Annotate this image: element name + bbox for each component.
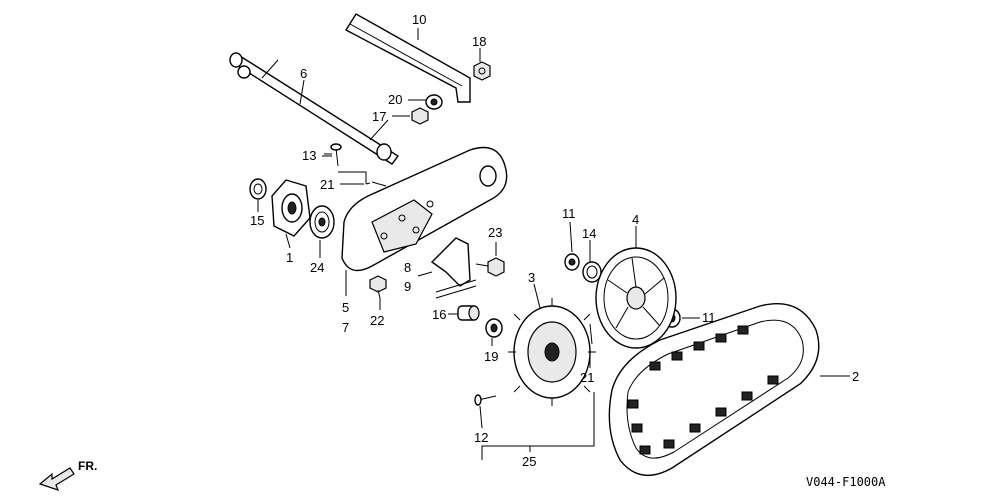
part-collar-16: [457, 305, 480, 321]
label-part-21-lower: 21: [580, 370, 594, 385]
label-part-19: 19: [484, 349, 498, 364]
figure-code: V044-F1000A: [806, 475, 886, 489]
part-pin-21-top: [365, 181, 387, 187]
label-part-7: 7: [342, 320, 349, 335]
label-part-25: 25: [522, 454, 536, 469]
front-direction-indicator: FR.: [38, 459, 97, 491]
part-drive-sprocket: [508, 298, 596, 406]
part-washer-20: [425, 94, 443, 110]
label-part-20: 20: [388, 92, 402, 107]
part-track: [608, 303, 820, 477]
part-pin-21-lower: [589, 323, 593, 345]
part-bearing-holder: [271, 179, 311, 237]
label-part-21-top: 21: [320, 177, 334, 192]
part-bolt-12: [474, 394, 497, 406]
part-shaft: [229, 52, 400, 165]
label-part-23: 23: [488, 225, 502, 240]
label-part-15: 15: [250, 213, 264, 228]
part-labels: 10 18 6 20 17 13 21 15 1 24 5 7 22 8 9 2…: [250, 12, 859, 469]
label-part-3: 3: [528, 270, 535, 285]
leader-lines: [257, 28, 850, 460]
front-arrow-icon: [38, 467, 75, 491]
part-washer-11-top: [564, 253, 580, 271]
label-part-2: 2: [852, 369, 859, 384]
label-part-8: 8: [404, 260, 411, 275]
part-bearing-24: [309, 205, 335, 239]
part-bracket-8-9: [430, 237, 477, 299]
label-part-4: 4: [632, 212, 639, 227]
label-part-10: 10: [412, 12, 426, 27]
part-bracket-bar: [345, 13, 471, 103]
part-bolt-22: [369, 275, 387, 299]
part-wheel: [595, 247, 677, 349]
label-part-11-right: 11: [702, 310, 716, 325]
part-nut-18: [473, 61, 491, 81]
part-nut-17: [411, 107, 429, 125]
label-part-1: 1: [286, 250, 293, 265]
label-part-17: 17: [372, 109, 386, 124]
part-collar-14: [582, 261, 602, 283]
label-part-12: 12: [474, 430, 488, 445]
label-part-9: 9: [404, 279, 411, 294]
part-washer-19: [485, 318, 503, 338]
label-part-22: 22: [370, 313, 384, 328]
label-part-5: 5: [342, 300, 349, 315]
label-part-16: 16: [432, 307, 446, 322]
label-part-6: 6: [300, 66, 307, 81]
track-lugs: [627, 325, 779, 455]
label-part-13: 13: [302, 148, 316, 163]
label-part-14: 14: [582, 226, 596, 241]
label-part-18: 18: [472, 34, 486, 49]
part-chain-case: [341, 146, 508, 272]
part-bolt-23: [475, 257, 505, 277]
part-bolt-13: [324, 143, 342, 167]
part-seal-15: [249, 178, 267, 200]
front-direction-label: FR.: [78, 459, 97, 473]
label-part-11-top: 11: [562, 206, 576, 221]
label-part-24: 24: [310, 260, 324, 275]
